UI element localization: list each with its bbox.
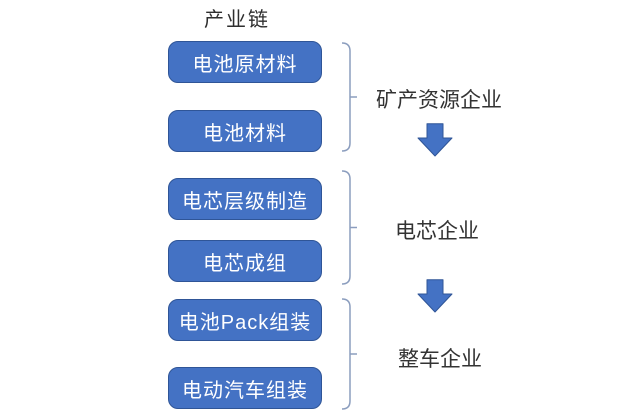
- group-label-vehicle-companies: 整车企业: [398, 348, 482, 371]
- box-cell-grouping: 电芯成组: [168, 240, 322, 282]
- right-curly-brace-icon: [340, 170, 360, 285]
- box-cell-level-manufacturing: 电芯层级制造: [168, 178, 322, 220]
- down-arrow-icon: [417, 123, 453, 157]
- diagram-title: 产业链: [204, 9, 270, 31]
- group-label-mineral-resource-companies: 矿产资源企业: [376, 89, 502, 112]
- group-label-cell-companies: 电芯企业: [395, 220, 479, 243]
- box-ev-assembly: 电动汽车组装: [168, 367, 322, 409]
- down-arrow-icon: [417, 279, 453, 313]
- box-battery-materials: 电池材料: [168, 110, 322, 152]
- right-curly-brace-icon: [340, 298, 360, 410]
- box-battery-pack-assembly: 电池Pack组装: [168, 299, 322, 341]
- right-curly-brace-icon: [340, 42, 360, 152]
- box-battery-raw-materials: 电池原材料: [168, 41, 322, 83]
